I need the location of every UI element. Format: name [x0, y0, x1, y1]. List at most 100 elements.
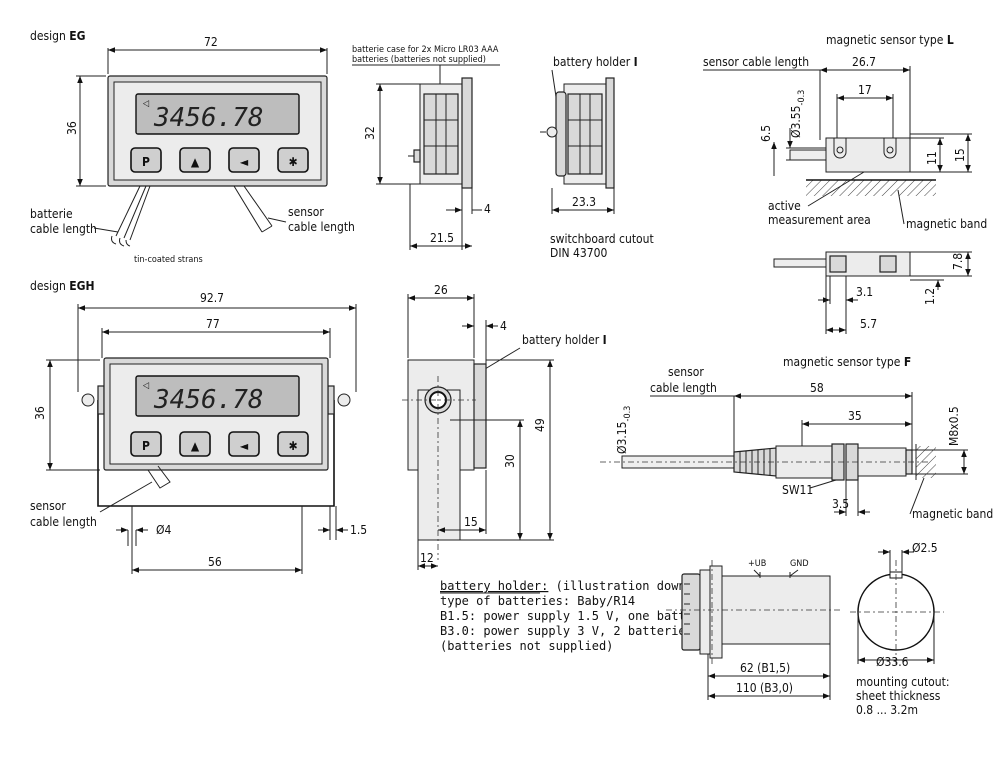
egh-display-indicator: ◁ — [142, 381, 149, 391]
egh-sensor-label-2: cable length — [30, 515, 97, 529]
sensor-l-band: magnetic band — [906, 217, 987, 231]
eg-battery-label: batterie — [30, 207, 73, 221]
holder-i-cutout-1: switchboard cutout — [550, 232, 654, 246]
eg-key-star-label: ✱ — [288, 155, 297, 169]
eg-key-left — [228, 147, 260, 173]
eg-key-up-label: ▲ — [191, 155, 200, 169]
sensor-l-h4: 7.8 — [951, 253, 965, 270]
eg-title: design EG — [30, 29, 86, 43]
egh-thickness-dim: 1.5 — [350, 523, 367, 537]
egh-display — [135, 375, 300, 417]
eg-side-view: batterie case for 2x Micro LR03 AAA batt… — [352, 45, 500, 250]
sensor-f-title: magnetic sensor type F — [783, 355, 911, 369]
egh-side-bottom-dim: 12 — [420, 551, 434, 565]
egh-title: design EGH — [30, 279, 95, 293]
sensor-l-diameter: Ø3.55-0.3 — [789, 90, 807, 138]
battery-holder-cutout-3: 0.8 ... 3.2m — [856, 703, 918, 717]
battery-holder-small-d: Ø2.5 — [912, 541, 938, 555]
eg-width-dim: 72 — [204, 35, 218, 49]
eg-front-view: design EG 72 36 ◁ 3456.78 P ▲ ◄ ✱ — [30, 29, 355, 265]
egh-keypad: P ▲ ◄ ✱ — [130, 431, 309, 457]
eg-keypad: P ▲ ◄ ✱ — [130, 147, 309, 173]
egh-sensor-label: sensor — [30, 499, 66, 513]
battery-holder-line3: B3.0: power supply 3 V, 2 batteries — [440, 624, 693, 638]
sensor-l-w2: 5.7 — [860, 317, 877, 331]
egh-overall-dim: 92.7 — [200, 291, 224, 305]
battery-holder-len1: 62 (B1,5) — [740, 661, 790, 675]
eg-battery-label-2: cable length — [30, 222, 97, 236]
sensor-l-h2: 11 — [925, 151, 939, 165]
eg-side-depth-dim: 21.5 — [430, 231, 454, 245]
battery-holder-len2: 110 (B3,0) — [736, 681, 793, 695]
battery-holder-line2: B1.5: power supply 1.5 V, one battery — [440, 609, 707, 623]
sensor-f-body-dim: 35 — [848, 409, 862, 423]
egh-key-p — [130, 431, 162, 457]
egh-height-dim: 36 — [33, 406, 47, 420]
sensor-l-body — [825, 137, 911, 173]
egh-key-p-label: P — [142, 439, 150, 453]
egh-side-width-dim: 26 — [434, 283, 448, 297]
battery-holder-view: battery holder: (illustration downsized)… — [440, 541, 950, 717]
egh-spacing-dim: 56 — [208, 555, 222, 569]
battery-holder-gnd: GND — [790, 559, 809, 569]
eg-key-up — [179, 147, 211, 173]
egh-front-view: design EGH 92.7 77 36 ◁ 3456.78 P ▲ ◄ — [30, 279, 367, 574]
eg-sensor-label-2: cable length — [288, 220, 355, 234]
eg-key-p-label: P — [142, 155, 150, 169]
sensor-l-inner-dim: 17 — [858, 83, 872, 97]
egh-side-small-dim: 4 — [500, 319, 507, 333]
sensor-l-width-dim: 26.7 — [852, 55, 876, 69]
holder-i-title: battery holder I — [553, 55, 638, 69]
sensor-l-active-2: measurement area — [768, 213, 871, 227]
sensor-f-cable-1: sensor — [668, 365, 704, 379]
sensor-f-length-dim: 58 — [810, 381, 824, 395]
egh-key-left — [228, 431, 260, 457]
eg-side-note-1: batterie case for 2x Micro LR03 AAA — [352, 45, 499, 55]
eg-key-p — [130, 147, 162, 173]
holder-i-depth-dim: 23.3 — [572, 195, 596, 209]
eg-side-note-2: batteries (batteries not supplied) — [352, 55, 486, 65]
sensor-l-h3: 15 — [953, 148, 967, 162]
holder-i-view: battery holder I 23.3 switchboard cutout… — [540, 55, 654, 260]
battery-holder-plus: +UB — [748, 559, 766, 569]
sensor-l-h1: 6.5 — [759, 125, 773, 142]
eg-key-left-label: ◄ — [240, 155, 249, 169]
egh-key-star-label: ✱ — [288, 439, 297, 453]
sensor-l-h5: 1.2 — [923, 288, 937, 305]
sensor-l-active-1: active — [768, 199, 801, 213]
eg-side-height-dim: 32 — [363, 126, 377, 140]
eg-height-dim: 36 — [65, 121, 79, 135]
egh-key-up — [179, 431, 211, 457]
egh-side-depth-dim: 15 — [464, 515, 478, 529]
holder-i-cutout-2: DIN 43700 — [550, 246, 607, 260]
egh-side-view: 26 4 battery holder I 49 30 15 12 — [402, 283, 607, 570]
sensor-l-cable-label: sensor cable length — [703, 55, 809, 69]
egh-key-star — [277, 431, 309, 457]
eg-display — [135, 93, 300, 135]
battery-holder-large-d: Ø33.6 — [876, 655, 909, 669]
eg-sensor-label: sensor — [288, 205, 324, 219]
sensor-l-view: magnetic sensor type L sensor cable leng… — [703, 33, 987, 334]
egh-side-holder: battery holder I — [522, 333, 607, 347]
battery-holder-cutout-1: mounting cutout: — [856, 675, 950, 689]
sensor-f-thread: M8x0.5 — [947, 406, 961, 446]
sensor-f-tip: 3.5 — [832, 497, 849, 511]
eg-side-depth-small: 4 — [484, 202, 491, 216]
eg-display-indicator: ◁ — [142, 99, 149, 109]
sensor-f-diameter: Ø3.15-0.3 — [615, 406, 633, 454]
sensor-f-band: magnetic band — [912, 507, 993, 521]
eg-strand-note: tin-coated strans — [134, 255, 203, 265]
battery-holder-cutout-2: sheet thickness — [856, 689, 941, 703]
battery-holder-line1: type of batteries: Baby/R14 — [440, 594, 635, 608]
egh-key-up-label: ▲ — [191, 439, 200, 453]
egh-display-value: 3456.78 — [153, 385, 264, 415]
sensor-f-view: magnetic sensor type F sensor cable leng… — [600, 355, 993, 521]
sensor-f-cable-2: cable length — [650, 381, 717, 395]
egh-key-left-label: ◄ — [240, 439, 249, 453]
sensor-f-wrench: SW11 — [782, 483, 813, 497]
sensor-l-w1: 3.1 — [856, 285, 873, 299]
egh-hole-dim: Ø4 — [156, 523, 172, 537]
eg-display-value: 3456.78 — [153, 103, 264, 133]
sensor-l-title: magnetic sensor type L — [826, 33, 954, 47]
